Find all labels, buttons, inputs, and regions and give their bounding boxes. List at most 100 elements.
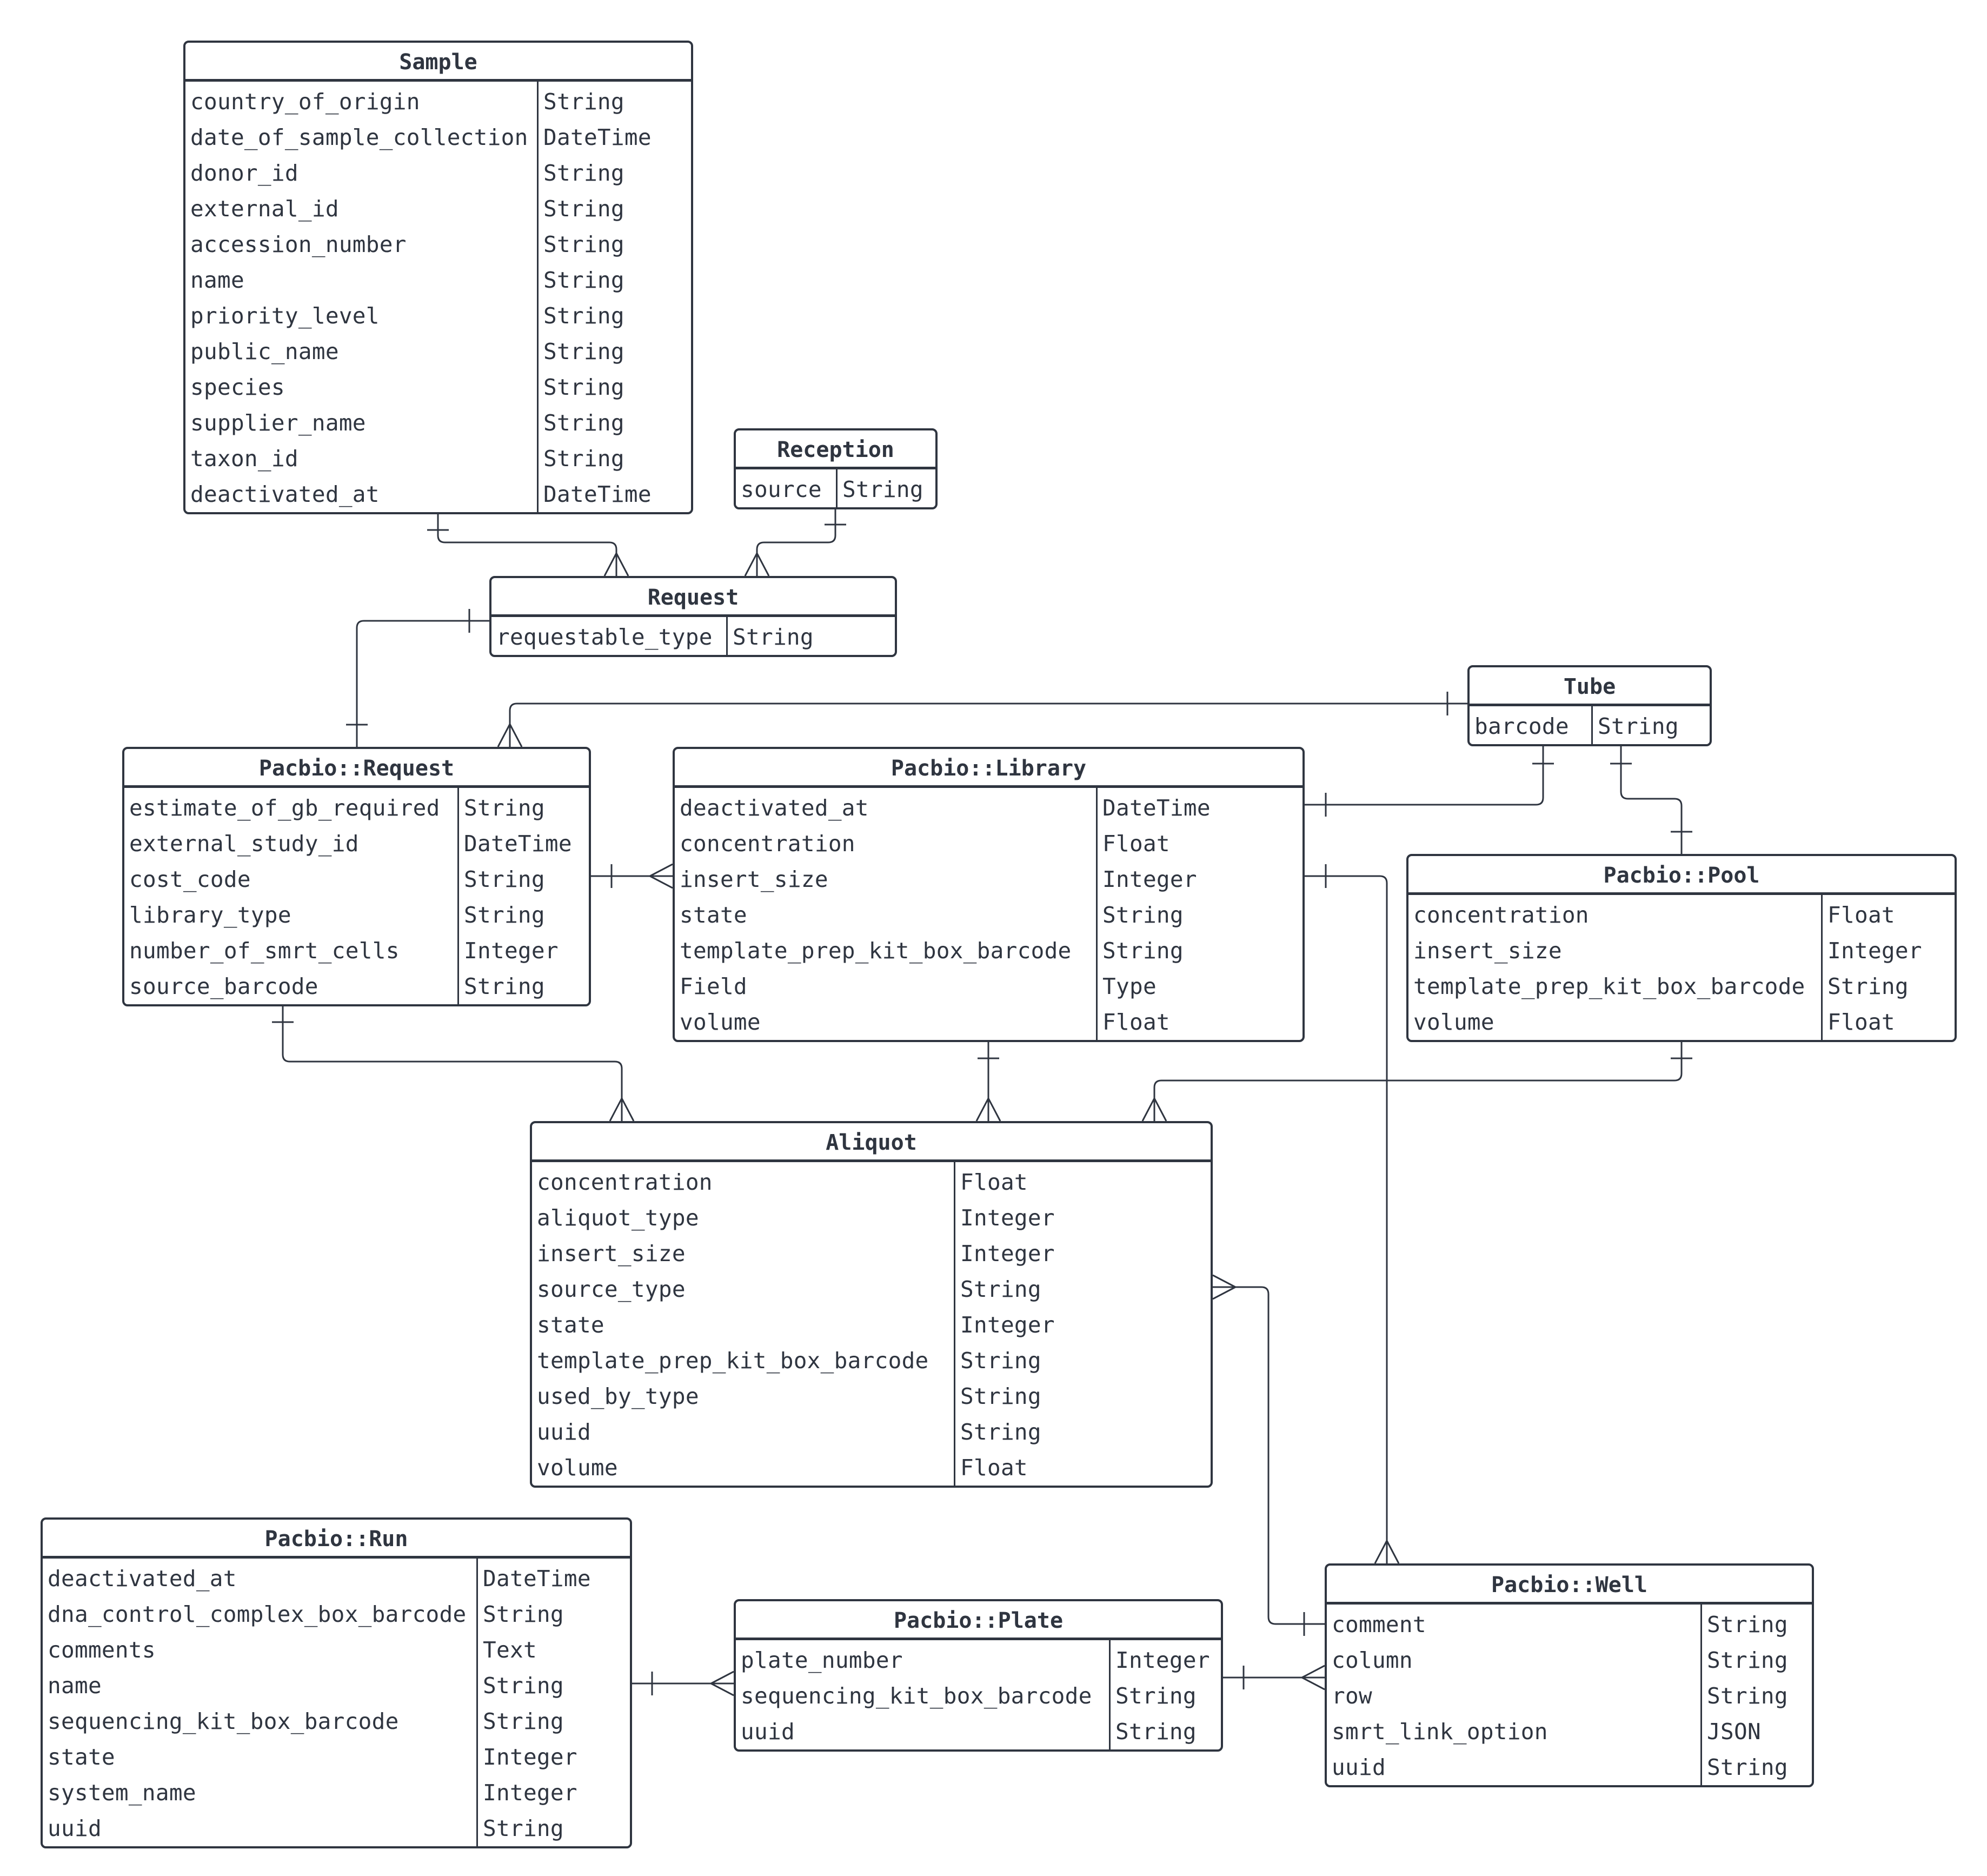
link-tube-pacbio-request [509, 702, 1467, 747]
field-type: String [483, 1708, 564, 1734]
field-name: species [190, 374, 285, 400]
field-list: barcode String [1470, 706, 1710, 744]
many-cardinality-marker [1374, 1540, 1400, 1564]
field-name: aliquot_type [537, 1205, 699, 1231]
field-name: source_barcode [129, 973, 318, 999]
field-type: Integer [1115, 1647, 1210, 1673]
field-type: String [543, 303, 624, 329]
field-type: String [543, 267, 624, 293]
field-type: String [543, 446, 624, 472]
field-list: estimate_of_gb_required external_study_id… [124, 788, 589, 1004]
field-name: source_type [537, 1276, 686, 1302]
field-name-column: barcode [1470, 706, 1593, 744]
field-type: Integer [483, 1744, 577, 1770]
many-cardinality-marker [649, 863, 673, 889]
field-type: String [543, 231, 624, 257]
field-type: Integer [960, 1205, 1055, 1231]
entity-request[interactable]: Request requestable_type String [489, 576, 897, 657]
entity-title: Request [491, 578, 895, 617]
field-name: external_study_id [129, 831, 359, 857]
field-name: uuid [741, 1719, 795, 1745]
many-cardinality-marker [975, 1097, 1001, 1122]
field-name: barcode [1474, 713, 1569, 739]
field-name: volume [537, 1455, 618, 1481]
field-type: Integer [1102, 866, 1197, 892]
field-type: String [960, 1276, 1041, 1302]
field-type: Integer [483, 1780, 577, 1806]
link-sample-request [437, 509, 617, 576]
many-cardinality-marker [1141, 1097, 1167, 1122]
field-type: String [464, 866, 545, 892]
field-type-column: String [1593, 706, 1710, 744]
field-type-column: String [728, 617, 895, 655]
field-name: country_of_origin [190, 89, 420, 115]
entity-title: Pacbio::Well [1327, 1566, 1812, 1605]
many-cardinality-marker [1212, 1274, 1237, 1300]
field-name: template_prep_kit_box_barcode [537, 1348, 929, 1374]
field-type: String [483, 1601, 564, 1627]
field-type: String [1707, 1612, 1788, 1638]
field-type: Type [1102, 973, 1157, 999]
field-type: String [1102, 902, 1184, 928]
field-name: concentration [537, 1169, 713, 1195]
field-name: deactivated_at [190, 481, 380, 507]
field-type: String [543, 196, 624, 222]
entity-title: Pacbio::Plate [736, 1601, 1221, 1640]
link-tube-pacbio-pool [1620, 741, 1683, 854]
field-name: comments [48, 1637, 156, 1663]
link-reception-request [756, 505, 836, 576]
field-name: donor_id [190, 160, 298, 186]
field-name: external_id [190, 196, 339, 222]
field-name: deactivated_at [680, 795, 869, 821]
field-name: supplier_name [190, 410, 366, 436]
field-name: accession_number [190, 231, 407, 257]
field-type: DateTime [464, 831, 572, 857]
field-type: String [1707, 1754, 1788, 1780]
field-type: Float [1827, 902, 1895, 928]
entity-title: Pacbio::Request [124, 749, 589, 788]
link-request-pacbio-request [356, 620, 489, 747]
field-type: String [483, 1673, 564, 1699]
field-type: String [960, 1383, 1041, 1409]
field-name: used_by_type [537, 1383, 699, 1409]
field-type: DateTime [483, 1566, 591, 1592]
field-name: sequencing_kit_box_barcode [48, 1708, 399, 1734]
field-name: state [48, 1744, 115, 1770]
field-type: String [464, 795, 545, 821]
field-name: requestable_type [496, 624, 713, 650]
field-name: estimate_of_gb_required [129, 795, 440, 821]
field-type: String [543, 160, 624, 186]
field-type: String [1115, 1683, 1197, 1709]
field-name: system_name [48, 1780, 196, 1806]
field-name: insert_size [537, 1241, 686, 1267]
field-type: Float [1827, 1009, 1895, 1035]
link-pacbio-well-aliquot [1213, 1286, 1325, 1625]
field-type: String [543, 410, 624, 436]
many-cardinality-marker [744, 552, 770, 576]
field-type: String [1115, 1719, 1197, 1745]
